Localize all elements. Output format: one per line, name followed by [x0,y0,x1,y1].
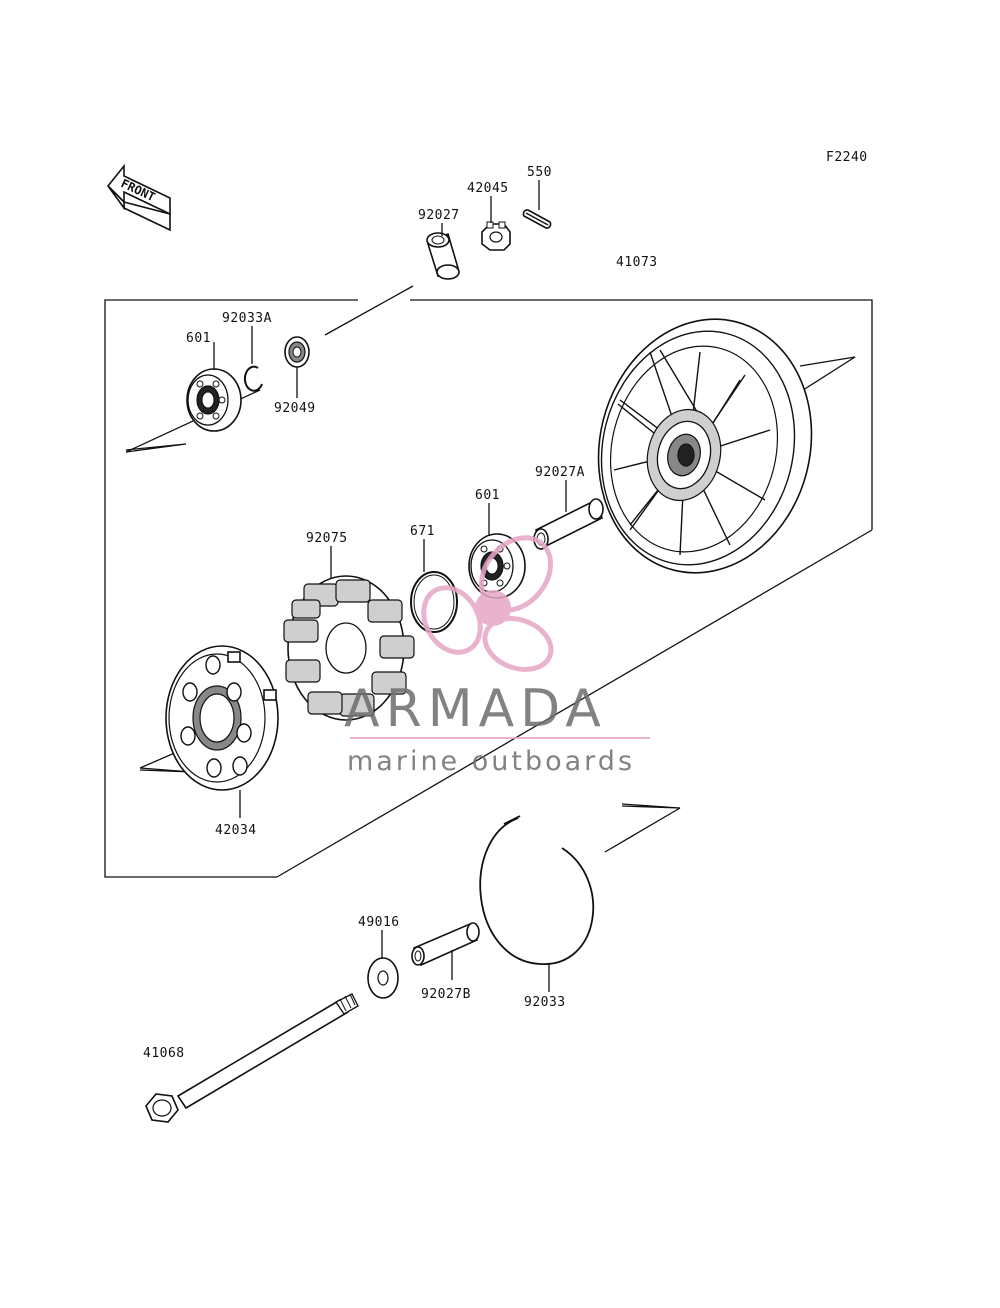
cotter-pin-550 [522,209,552,229]
front-arrow-icon: FRONT [106,163,171,232]
armada-logo: ARMADA marine outboards [344,535,650,777]
label-92075: 92075 [306,531,348,546]
bearing-601-left [186,368,242,432]
label-550: 550 [527,165,552,180]
castle-nut-42045 [481,221,511,251]
label-41073: 41073 [616,255,658,270]
watermark-tagline: marine outboards [347,746,635,777]
collar-92027 [426,232,460,280]
assembly-box-outline [104,299,873,878]
sleeve-92027b [411,922,480,967]
label-92033: 92033 [524,995,566,1010]
damper-92075 [283,575,415,721]
label-42045: 42045 [467,181,509,196]
propeller-icon [421,535,554,672]
label-92027a: 92027A [535,465,585,480]
sleeve-92027a [533,498,604,550]
diagram-code: F2240 [826,150,868,165]
label-92033a: 92033A [222,311,272,326]
bearing-601-center [468,533,526,599]
label-49016: 49016 [358,915,400,930]
label-671: 671 [410,524,435,539]
washer-49016 [367,957,399,999]
oil-seal-92049 [284,336,310,368]
label-92027b: 92027B [421,987,471,1002]
circlip-92033a [243,365,263,392]
label-92027: 92027 [418,208,460,223]
o-ring-671 [410,571,458,633]
label-41068: 41068 [143,1046,185,1061]
label-601-left: 601 [186,331,211,346]
axle-shaft-41068 [145,993,359,1123]
wheel-41073 [597,318,813,574]
snap-ring-92033 [479,815,595,965]
label-42034: 42034 [215,823,257,838]
label-92049: 92049 [274,401,316,416]
coupling-42034 [165,645,279,791]
watermark-brand: ARMADA [344,679,607,739]
label-601-center: 601 [475,488,500,503]
